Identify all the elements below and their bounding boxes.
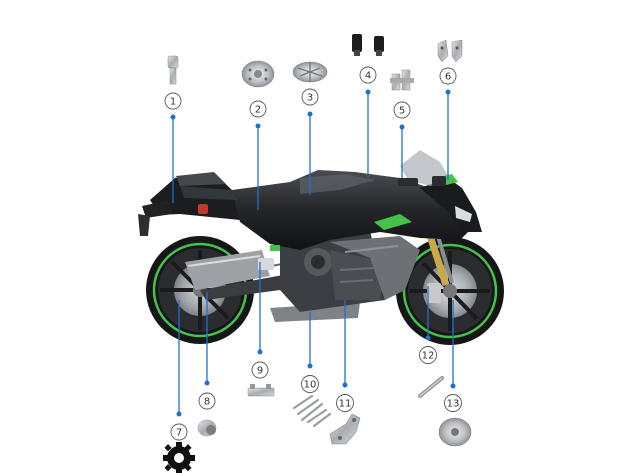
axle-pin-part-icon <box>418 376 444 398</box>
callout-7: 7 <box>170 423 188 441</box>
callout-label-13: 13 <box>447 399 460 410</box>
callout-10: 10 <box>301 375 319 393</box>
exhaust <box>185 250 360 322</box>
callout-6: 6 <box>439 67 457 85</box>
bolt-kit-part-icon <box>292 394 332 428</box>
bolt-part-icon <box>167 55 179 85</box>
fairing <box>138 150 482 300</box>
bracket-plate-part-icon <box>247 384 275 397</box>
sprocket-part-icon <box>163 442 195 473</box>
callouts: 1 2 3 4 5 6 7 8 <box>164 66 462 441</box>
callout-12: 12 <box>419 346 437 364</box>
motorcycle-illustration <box>138 150 504 345</box>
disc-cover-part-icon <box>438 417 472 447</box>
front-wheel <box>396 237 504 345</box>
callout-3: 3 <box>301 88 319 106</box>
callout-label-8: 8 <box>204 397 210 408</box>
callout-label-10: 10 <box>304 380 317 391</box>
callout-label-1: 1 <box>170 97 176 108</box>
callout-label-11: 11 <box>339 399 352 410</box>
callout-13: 13 <box>444 394 462 412</box>
callout-label-5: 5 <box>399 106 405 117</box>
callout-2: 2 <box>249 100 267 118</box>
callout-label-12: 12 <box>422 351 435 362</box>
leader-lines <box>170 89 456 417</box>
spacer-part-icon <box>197 419 217 437</box>
callout-4: 4 <box>359 66 377 84</box>
callout-1: 1 <box>164 92 182 110</box>
clip-on-mount-part-icon <box>390 69 414 91</box>
callout-11: 11 <box>336 394 354 412</box>
callout-label-4: 4 <box>365 71 371 82</box>
callout-label-9: 9 <box>257 366 263 377</box>
mirror-mount-part-icon <box>437 39 463 63</box>
filler-cap-part-icon <box>292 61 328 83</box>
callout-label-7: 7 <box>176 428 182 439</box>
bar-end-slider-part-icon <box>352 34 384 56</box>
callout-9: 9 <box>251 361 269 379</box>
sensor-bracket-part-icon <box>329 413 361 445</box>
fuel-cap-part-icon <box>241 60 275 88</box>
callout-5: 5 <box>393 101 411 119</box>
parts-group <box>163 34 472 473</box>
callout-label-6: 6 <box>445 72 451 83</box>
cockpit <box>398 176 446 186</box>
callout-label-2: 2 <box>255 105 261 116</box>
callout-label-3: 3 <box>307 93 313 104</box>
callout-8: 8 <box>198 392 216 410</box>
